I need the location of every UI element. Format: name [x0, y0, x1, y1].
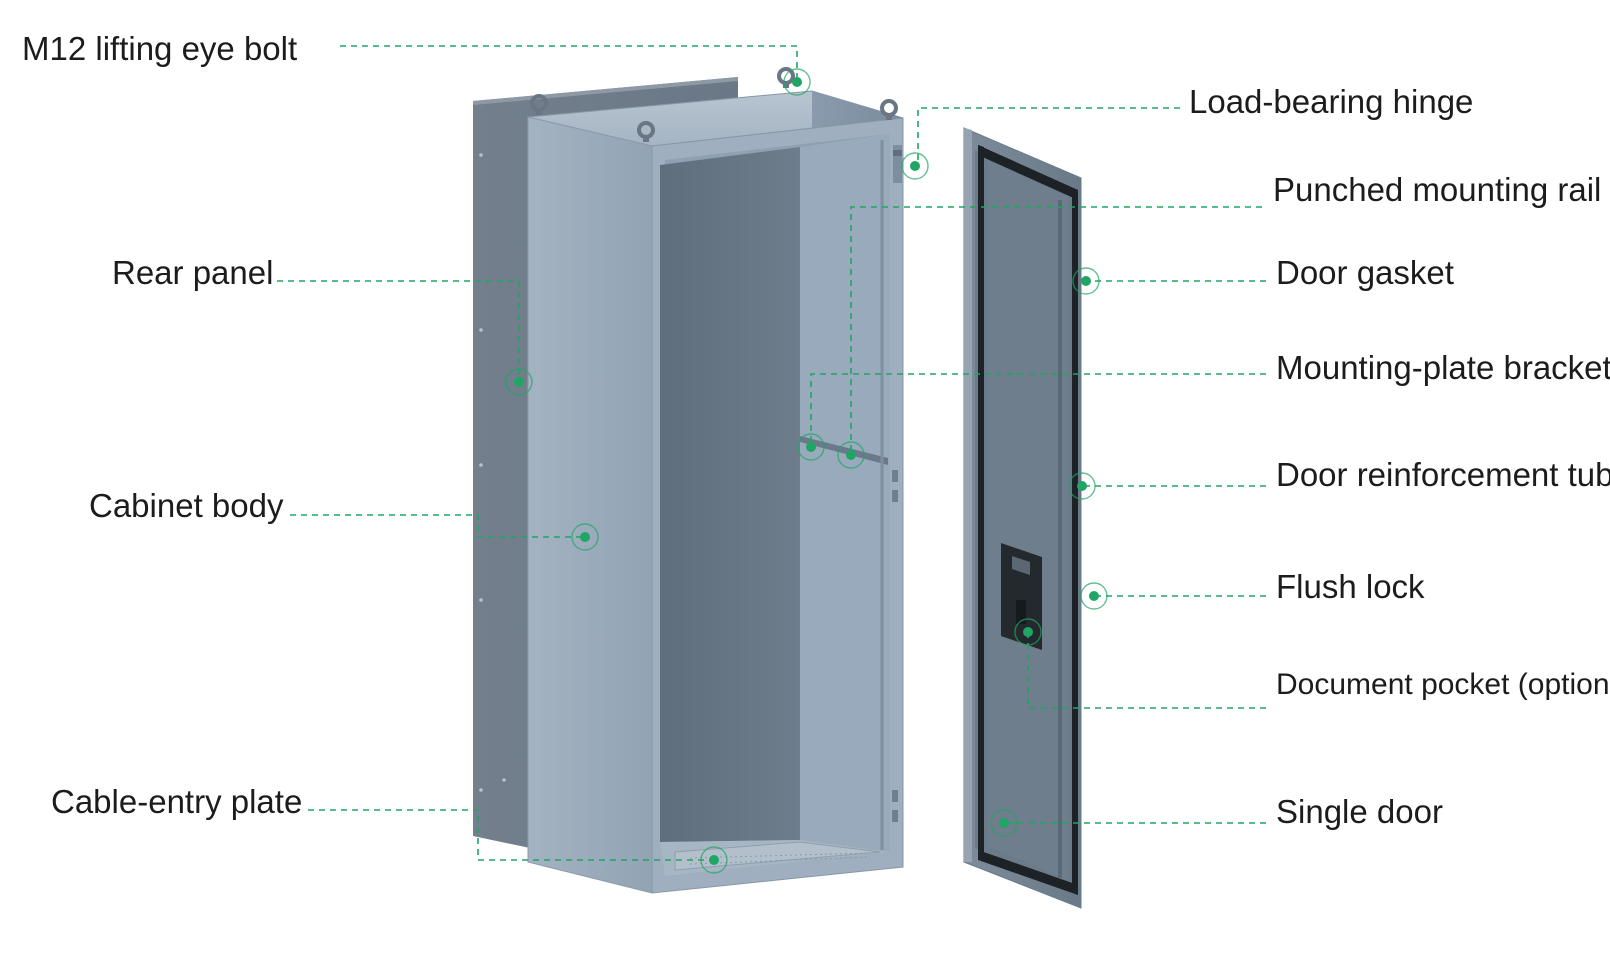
leader-lifting-eye-bolt — [340, 45, 798, 82]
label-mounting-plate-bracket: Mounting-plate bracket — [1276, 349, 1610, 386]
green-dot-ring-icon — [797, 433, 825, 461]
leader-cabinet-body — [290, 514, 583, 538]
lifting-eye-bolts — [530, 67, 898, 142]
label-door-reinforcement-tube: Door reinforcement tube — [1276, 456, 1610, 493]
green-dot-ring-icon — [505, 368, 533, 396]
label-door-gasket: Door gasket — [1276, 254, 1454, 291]
label-load-bearing-hinge: Load-bearing hinge — [1189, 83, 1473, 120]
green-dot-ring-icon — [783, 68, 811, 96]
green-dot-ring-icon — [1080, 582, 1108, 610]
single-door — [963, 127, 1082, 909]
punched-mounting-rail — [880, 140, 898, 850]
green-dot-ring-icon — [1072, 267, 1100, 295]
leader-load-bearing-hinge — [917, 107, 1180, 166]
green-dot-ring-icon — [990, 809, 1018, 837]
green-dot-ring-icon — [571, 523, 599, 551]
door-gasket — [978, 145, 1078, 895]
label-document-pocket: Document pocket (optional) — [1276, 668, 1610, 701]
leader-lines — [277, 45, 1266, 861]
ring-bolt-icon — [530, 94, 548, 115]
green-dot-ring-icon — [1068, 472, 1096, 500]
leader-mounting-plate-bracket — [810, 373, 1266, 447]
leader-rear-panel — [277, 280, 520, 382]
label-cabinet-body: Cabinet body — [89, 487, 284, 524]
cabinet-body — [527, 90, 904, 894]
leader-punched-mounting-rail — [850, 206, 1262, 455]
green-dot-ring-icon — [837, 441, 865, 469]
callout-markers — [505, 68, 1108, 874]
ring-bolt-icon — [777, 67, 795, 88]
ring-bolt-icon — [880, 99, 898, 120]
label-punched-mounting-rail: Punched mounting rail — [1273, 171, 1601, 208]
label-single-door: Single door — [1276, 793, 1443, 830]
mounting-plate-bracket — [800, 436, 888, 465]
green-dot-ring-icon — [1014, 618, 1042, 646]
label-lifting-eye-bolt: M12 lifting eye bolt — [22, 30, 297, 67]
callout-labels: M12 lifting eye bolt Load-bearing hinge … — [22, 30, 1610, 830]
leader-document-pocket — [1027, 632, 1266, 709]
green-dot-ring-icon — [901, 152, 929, 180]
flush-lock — [1001, 543, 1042, 650]
ring-bolt-icon — [637, 121, 655, 142]
rear-panel-holes — [479, 153, 506, 792]
load-bearing-hinge — [893, 145, 902, 183]
label-cable-entry-plate: Cable-entry plate — [51, 783, 302, 820]
label-rear-panel: Rear panel — [112, 254, 273, 291]
label-flush-lock: Flush lock — [1276, 568, 1425, 605]
green-dot-ring-icon — [700, 846, 728, 874]
